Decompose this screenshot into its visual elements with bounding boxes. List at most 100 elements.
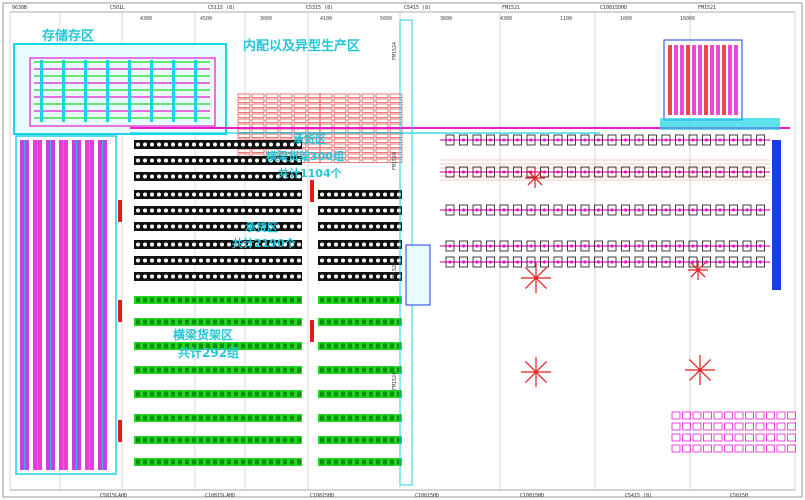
- rack-slot: [390, 437, 394, 443]
- rack-cell: [375, 138, 389, 143]
- small-rack: [703, 422, 712, 431]
- loop-node: [529, 244, 533, 248]
- rack-slot: [157, 391, 161, 397]
- rack-slot: [213, 208, 217, 213]
- rack-slot: [383, 258, 387, 263]
- rack-slot: [369, 297, 373, 303]
- label-rack-top-1: 承货区: [293, 133, 326, 146]
- rack-slot: [348, 415, 352, 421]
- rack-slot: [348, 459, 352, 465]
- rack-cell: [333, 153, 347, 158]
- rack-cell: [293, 93, 307, 98]
- loop-node: [542, 244, 547, 248]
- rack-slot: [213, 174, 217, 179]
- rack-cell: [375, 113, 389, 118]
- loop-node: [529, 260, 533, 264]
- loop-station: [715, 256, 725, 268]
- small-rack: [671, 411, 681, 420]
- rack-slot: [341, 192, 345, 197]
- rack-cell: [307, 98, 321, 103]
- loop-node: [461, 244, 466, 248]
- rack-slot: [355, 391, 359, 397]
- loop-node: [758, 208, 763, 212]
- rack-slot: [334, 274, 338, 279]
- rack-slot: [234, 242, 238, 247]
- rack-slot: [262, 319, 266, 325]
- rack-row: [134, 458, 302, 466]
- rack-cell: [333, 128, 347, 133]
- rack-slot: [276, 242, 280, 247]
- tower-column: [704, 45, 708, 115]
- rack-row: [134, 156, 302, 165]
- small-rack: [776, 411, 786, 420]
- rack-slot: [213, 274, 217, 279]
- rack-slot: [320, 343, 324, 349]
- small-rack: [682, 422, 691, 431]
- rack-slot: [234, 142, 238, 147]
- conveyor-post: [128, 60, 131, 122]
- tower-column: [680, 45, 684, 115]
- rack-cell: [279, 128, 293, 133]
- small-rack: [692, 411, 702, 420]
- rack-slot: [213, 142, 217, 147]
- rack-slot: [157, 174, 161, 179]
- rack-slot: [334, 437, 338, 443]
- dimension-text: 4300: [500, 16, 512, 22]
- rack-slot: [269, 297, 273, 303]
- loop-station: [634, 240, 644, 252]
- rack-slot: [157, 459, 161, 465]
- loop-station: [756, 204, 765, 216]
- rack-slot: [227, 274, 231, 279]
- rack-row: [318, 342, 402, 350]
- loop-station: [607, 240, 617, 252]
- top-code: C10815DHD: [600, 5, 627, 11]
- rack-slot: [220, 319, 224, 325]
- bottom-code: C10815HD: [310, 493, 334, 499]
- rack-slot: [255, 437, 259, 443]
- rack-slot: [248, 208, 252, 213]
- rack-slot: [220, 242, 224, 247]
- rack-slot: [164, 319, 168, 325]
- rack-slot: [150, 174, 154, 179]
- rack-slot: [283, 258, 287, 263]
- loop-node: [556, 244, 560, 248]
- rack-row: [134, 190, 302, 199]
- rack-row: [134, 172, 302, 181]
- loop-station: [567, 256, 576, 268]
- rack-slot: [143, 242, 147, 247]
- loop-node: [731, 208, 736, 212]
- rack-cell: [375, 143, 389, 148]
- rack-slot: [334, 343, 338, 349]
- rack-slot: [206, 437, 210, 443]
- rack-cell: [375, 153, 389, 158]
- rack-slot: [269, 142, 273, 147]
- rack-slot: [355, 319, 359, 325]
- rack-slot: [178, 274, 182, 279]
- rack-cell: [375, 98, 389, 103]
- loop-node: [745, 260, 749, 264]
- rack-slot: [334, 367, 338, 373]
- rack-slot: [255, 274, 259, 279]
- rack-slot: [262, 242, 266, 247]
- rack-slot: [185, 437, 189, 443]
- rack-slot: [227, 208, 231, 213]
- small-rack: [671, 422, 681, 431]
- top-code: C501L: [110, 5, 125, 11]
- rack-slot: [143, 437, 147, 443]
- rack-slot: [213, 297, 217, 303]
- loop-node: [583, 260, 587, 264]
- rack-cell: [279, 98, 293, 103]
- rack-slot: [150, 391, 154, 397]
- small-rack: [713, 422, 723, 431]
- rack-slot: [220, 415, 224, 421]
- small-rack: [734, 433, 744, 442]
- label-rack-top-3: 共计1104个: [278, 167, 342, 180]
- loop-node: [583, 208, 587, 212]
- rack-cell: [333, 93, 347, 98]
- rack-slot: [297, 242, 301, 247]
- rack-slot: [192, 319, 196, 325]
- rack-slot: [234, 391, 238, 397]
- loop-node: [488, 244, 493, 248]
- rack-slot: [227, 142, 231, 147]
- rack-slot: [206, 142, 210, 147]
